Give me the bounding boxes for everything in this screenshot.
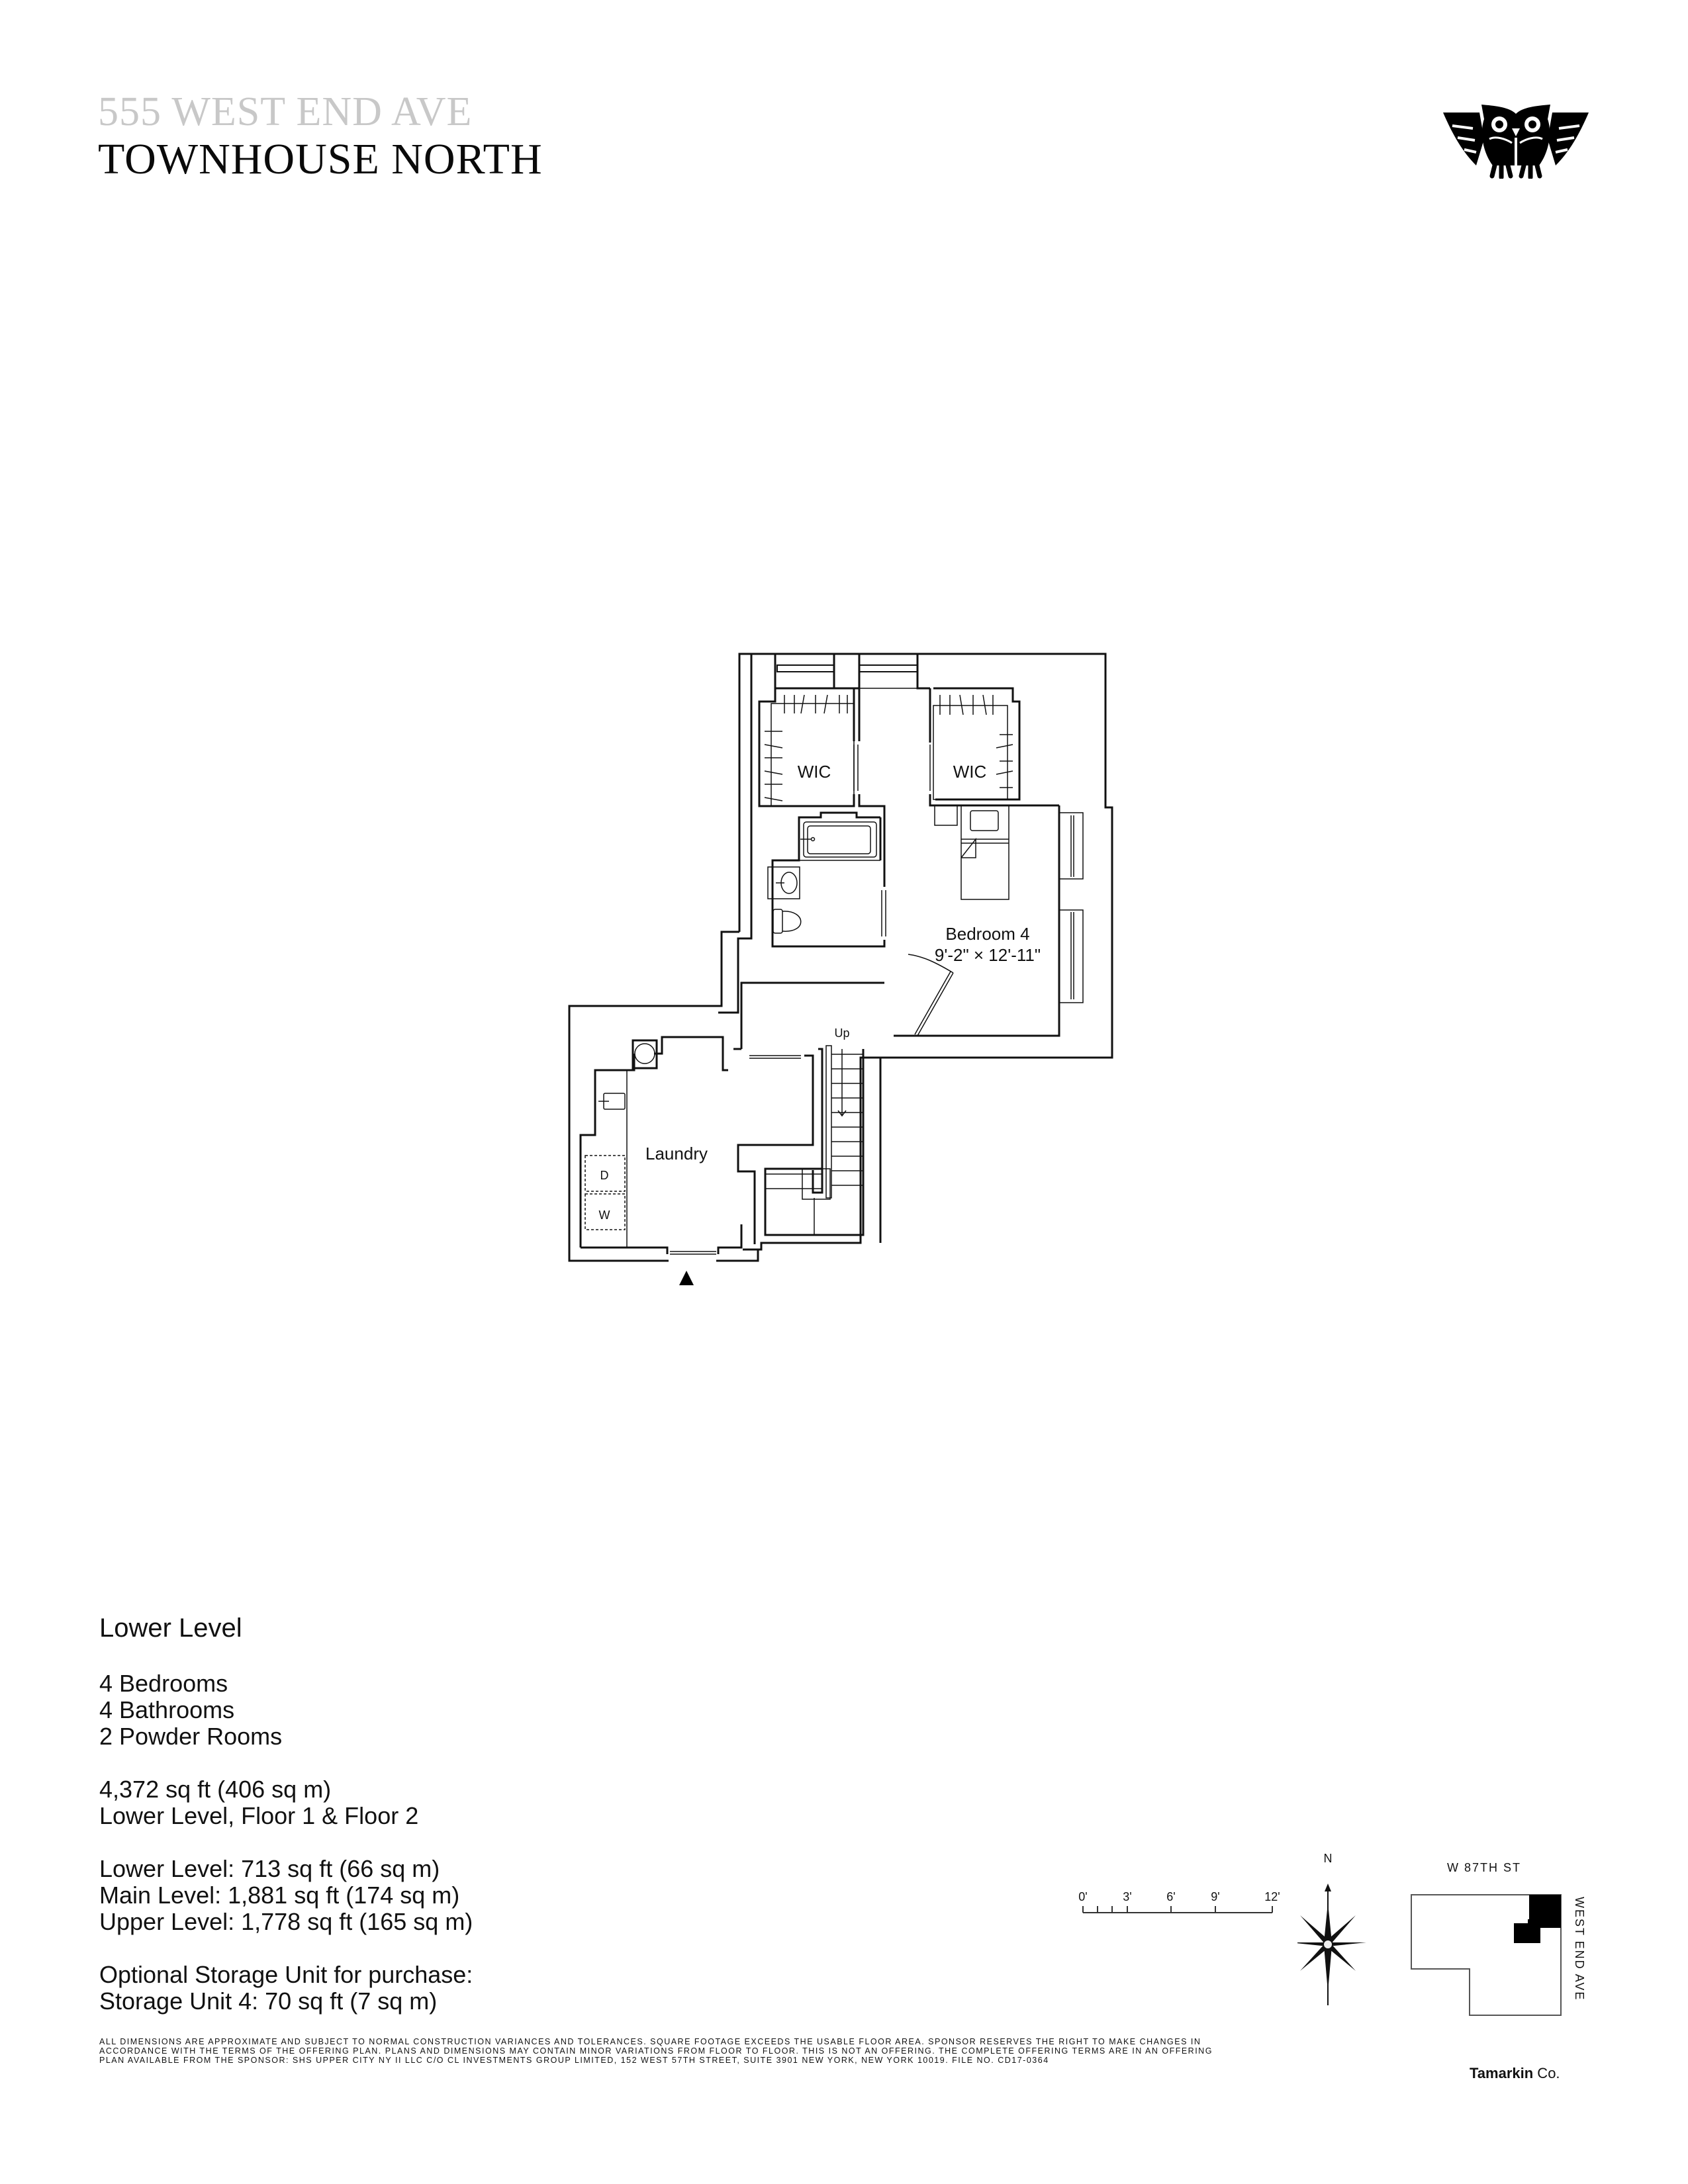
brand-credit: Tamarkin Co. — [1470, 2065, 1560, 2082]
stair-up-label: Up — [834, 1026, 849, 1040]
total-square-footage: 4,372 sq ft (406 sq m) — [99, 1776, 332, 1803]
powder-room-count: 2 Powder Rooms — [99, 1723, 283, 1750]
disclaimer-line-2: ACCORDANCE WITH THE TERMS OF THE OFFERIN… — [99, 2046, 1213, 2056]
upper-level-area: Upper Level: 1,778 sq ft (165 sq m) — [99, 1908, 473, 1935]
north-label: N — [1324, 1853, 1333, 1865]
bedroom-4 — [894, 805, 1084, 1037]
room-label-laundry: Laundry — [645, 1144, 708, 1163]
north-windows — [768, 654, 930, 703]
bathroom-count: 4 Bathrooms — [99, 1696, 235, 1723]
room-counts: 4 Bedrooms 4 Bathrooms 2 Powder Rooms — [99, 1670, 473, 1750]
storage-info: Optional Storage Unit for purchase: Stor… — [99, 1962, 473, 2015]
brand-name-suffix: Co. — [1533, 2065, 1560, 2081]
owl-logo-icon — [1443, 105, 1589, 179]
bathroom — [767, 806, 886, 948]
total-area: 4,372 sq ft (406 sq m) Lower Level, Floo… — [99, 1776, 473, 1829]
scale-tick-9: 9' — [1211, 1890, 1219, 1903]
washer-label: W — [599, 1208, 610, 1222]
level-title: Lower Level — [99, 1614, 242, 1643]
laundry — [579, 1036, 743, 1255]
disclaimer-line-3: PLAN AVAILABLE FROM THE SPONSOR: SHS UPP… — [99, 2056, 1049, 2065]
scale-tick-6: 6' — [1166, 1890, 1175, 1903]
wic-east — [929, 687, 1059, 807]
total-area-floors: Lower Level, Floor 1 & Floor 2 — [99, 1802, 419, 1829]
storage-heading: Optional Storage Unit for purchase: — [99, 1961, 473, 1988]
compass-rose-icon: N — [1297, 1853, 1366, 2005]
scale-tick-3: 3' — [1123, 1890, 1131, 1903]
level-areas: Lower Level: 713 sq ft (66 sq m) Main Le… — [99, 1856, 473, 1935]
hall-and-stair — [733, 981, 884, 1244]
scale-bar: 0' 3' 6' 9' 12' — [1078, 1890, 1280, 1913]
room-dimensions-bedroom-4: 9'-2" × 12'-11" — [935, 945, 1041, 965]
entry-arrow-icon — [679, 1271, 694, 1285]
main-level-area: Main Level: 1,881 sq ft (174 sq m) — [99, 1882, 460, 1909]
street-label-w87th: W 87TH ST — [1447, 1861, 1521, 1874]
lower-level-area: Lower Level: 713 sq ft (66 sq m) — [99, 1855, 440, 1882]
street-label-west-end-ave: WEST END AVE — [1573, 1897, 1586, 2001]
room-label-wic-west: WIC — [798, 762, 831, 782]
brand-name-bold: Tamarkin — [1470, 2065, 1534, 2081]
storage-unit-area: Storage Unit 4: 70 sq ft (7 sq m) — [99, 1987, 438, 2015]
dryer-label: D — [600, 1169, 609, 1182]
key-plan: W 87TH ST WEST END AVE — [1411, 1861, 1586, 2016]
bedroom-count: 4 Bedrooms — [99, 1670, 228, 1697]
scale-tick-12: 12' — [1264, 1890, 1280, 1903]
room-label-bedroom-4: Bedroom 4 — [945, 924, 1029, 944]
scale-tick-0: 0' — [1078, 1890, 1087, 1903]
exterior-walls — [568, 653, 1113, 1262]
wic-west — [758, 687, 886, 887]
unit-info: Lower Level 4 Bedrooms 4 Bathrooms 2 Pow… — [99, 1615, 473, 2041]
legal-disclaimer: ALL DIMENSIONS ARE APPROXIMATE AND SUBJE… — [99, 2037, 1291, 2065]
floor-plan: WIC WIC — [568, 653, 1113, 1285]
room-label-wic-east: WIC — [953, 762, 987, 782]
building-address: 555 WEST END AVE — [98, 89, 473, 134]
disclaimer-line-1: ALL DIMENSIONS ARE APPROXIMATE AND SUBJE… — [99, 2037, 1201, 2046]
unit-title: TOWNHOUSE NORTH — [98, 135, 543, 183]
